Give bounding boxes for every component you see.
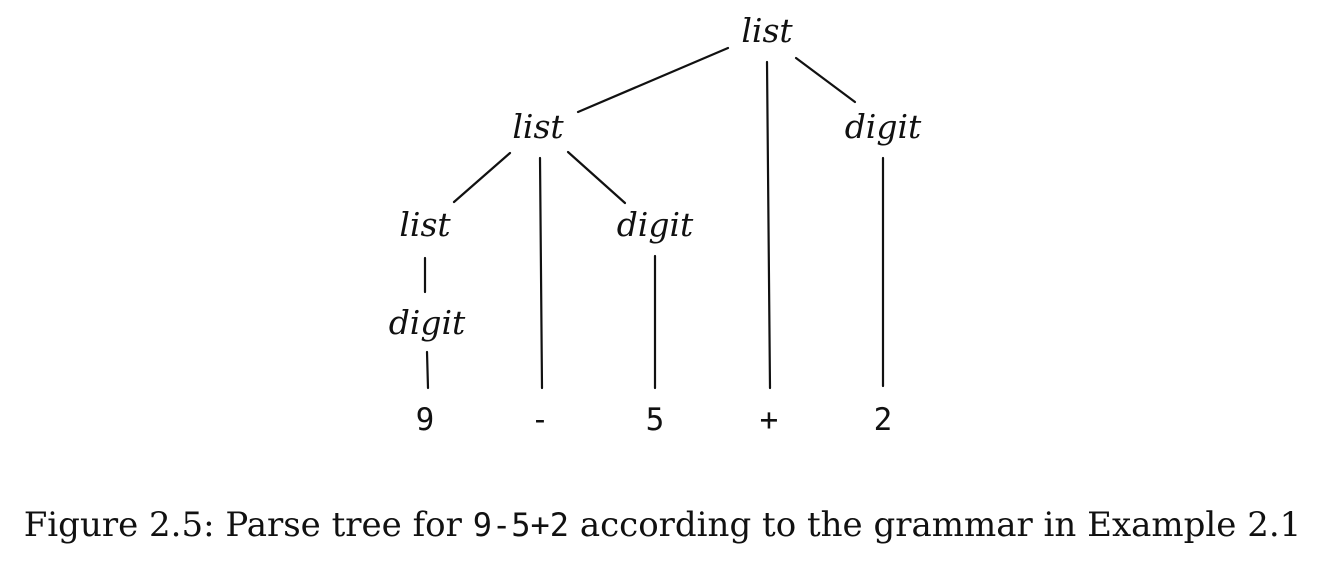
edge-root-to-list [576,46,730,114]
leaf-two: 2 [874,402,893,438]
leaf-five: 5 [646,402,665,438]
node-list-root: list [741,11,793,50]
node-digit-middle: digit [617,205,694,244]
node-list-level3: list [399,205,451,244]
parse-tree-diagram: list list digit list digit digit 9 - 5 +… [389,11,922,438]
edge-list-to-minus [538,156,544,390]
leaf-minus: - [531,402,550,438]
caption-prefix: Figure 2.5: Parse tree for [23,505,473,545]
edge-root-to-digit [794,56,857,104]
node-digit-right: digit [845,107,922,146]
leaf-nine: 9 [416,402,435,438]
caption-suffix: according to the grammar in Example 2.1 [569,505,1302,545]
edge-digit-to-nine [425,350,430,390]
node-digit-left: digit [389,303,466,342]
figure-caption: Figure 2.5: Parse tree for 9-5+2 accordi… [0,500,1325,550]
edge-list-to-list [452,151,512,204]
caption-expression: 9-5+2 [472,506,570,544]
leaf-plus: + [760,402,779,438]
node-list-level2: list [512,107,564,146]
edge-root-to-plus [765,60,772,390]
edge-list-to-digit [566,150,627,205]
